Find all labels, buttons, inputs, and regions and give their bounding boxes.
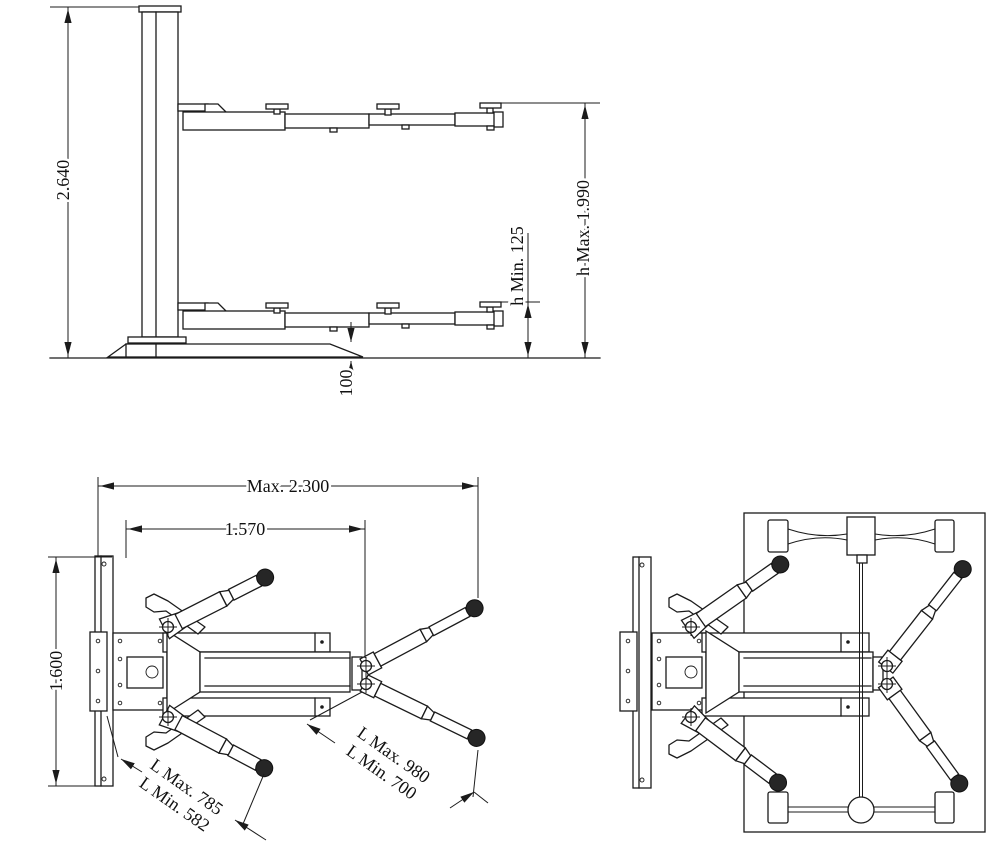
wheel-front-right xyxy=(934,519,955,553)
carriage xyxy=(112,632,168,711)
lift-arms-raised xyxy=(177,102,504,133)
dim-overall-height: 2.640 xyxy=(50,6,139,358)
side-rails-2 xyxy=(701,632,870,717)
lift-arms-lowered xyxy=(177,301,504,332)
label-long-arm-length: L Max. 980 L Min. 700 xyxy=(306,691,489,809)
dim-h-max: h Max. 1.990 xyxy=(497,102,600,358)
driveline xyxy=(847,563,875,824)
differential xyxy=(847,796,875,824)
front-axle-link xyxy=(787,528,848,537)
wheel-rear-right xyxy=(934,791,955,824)
side-rails xyxy=(162,632,331,717)
carriage-2 xyxy=(651,632,707,711)
front-axle-link xyxy=(787,537,848,545)
base-ramp xyxy=(105,336,364,358)
h-max-label: h Max. 1.990 xyxy=(573,180,593,276)
wheel-rear-left xyxy=(767,791,789,824)
base-plates xyxy=(89,555,114,787)
front-axle-link xyxy=(874,537,936,545)
main-beam-2 xyxy=(738,651,884,693)
front-axle-link xyxy=(874,528,936,537)
engine-block xyxy=(846,516,876,556)
dim-h-min: h Min. 125 xyxy=(497,224,540,358)
base-plates-2 xyxy=(619,556,652,789)
dim-arm-spacing: 1.570 xyxy=(125,517,366,658)
base-width-label: 1.600 xyxy=(46,651,66,692)
gearbox-stub xyxy=(856,554,868,564)
h-min-label: h Min. 125 xyxy=(507,226,527,306)
short-arm-upper xyxy=(158,563,279,640)
ramp-block xyxy=(125,343,157,358)
arm-spacing-label: 1.570 xyxy=(225,519,266,539)
main-beam xyxy=(199,651,363,693)
plan-view: Max. 2.300 1.570 1.600 L Max. 785 xyxy=(44,474,489,841)
overall-height-label: 2.640 xyxy=(53,160,73,201)
wheel-front-left xyxy=(767,519,789,553)
drive-over-ramp xyxy=(105,343,364,358)
plan-view-car xyxy=(619,512,986,833)
column-foot-flange xyxy=(127,336,187,344)
long-arm-upper xyxy=(359,595,487,676)
lift-column xyxy=(138,5,182,338)
base-height-label: 100 xyxy=(336,370,356,397)
dim-overall-reach: Max. 2.300 xyxy=(97,474,479,598)
dim-base-width: 1.600 xyxy=(44,556,112,787)
dim-base-height: 100 xyxy=(334,322,359,399)
side-view: 2.640 h Max. 1.990 h Min. 125 100 xyxy=(49,5,601,399)
overall-reach-label: Max. 2.300 xyxy=(247,476,330,496)
